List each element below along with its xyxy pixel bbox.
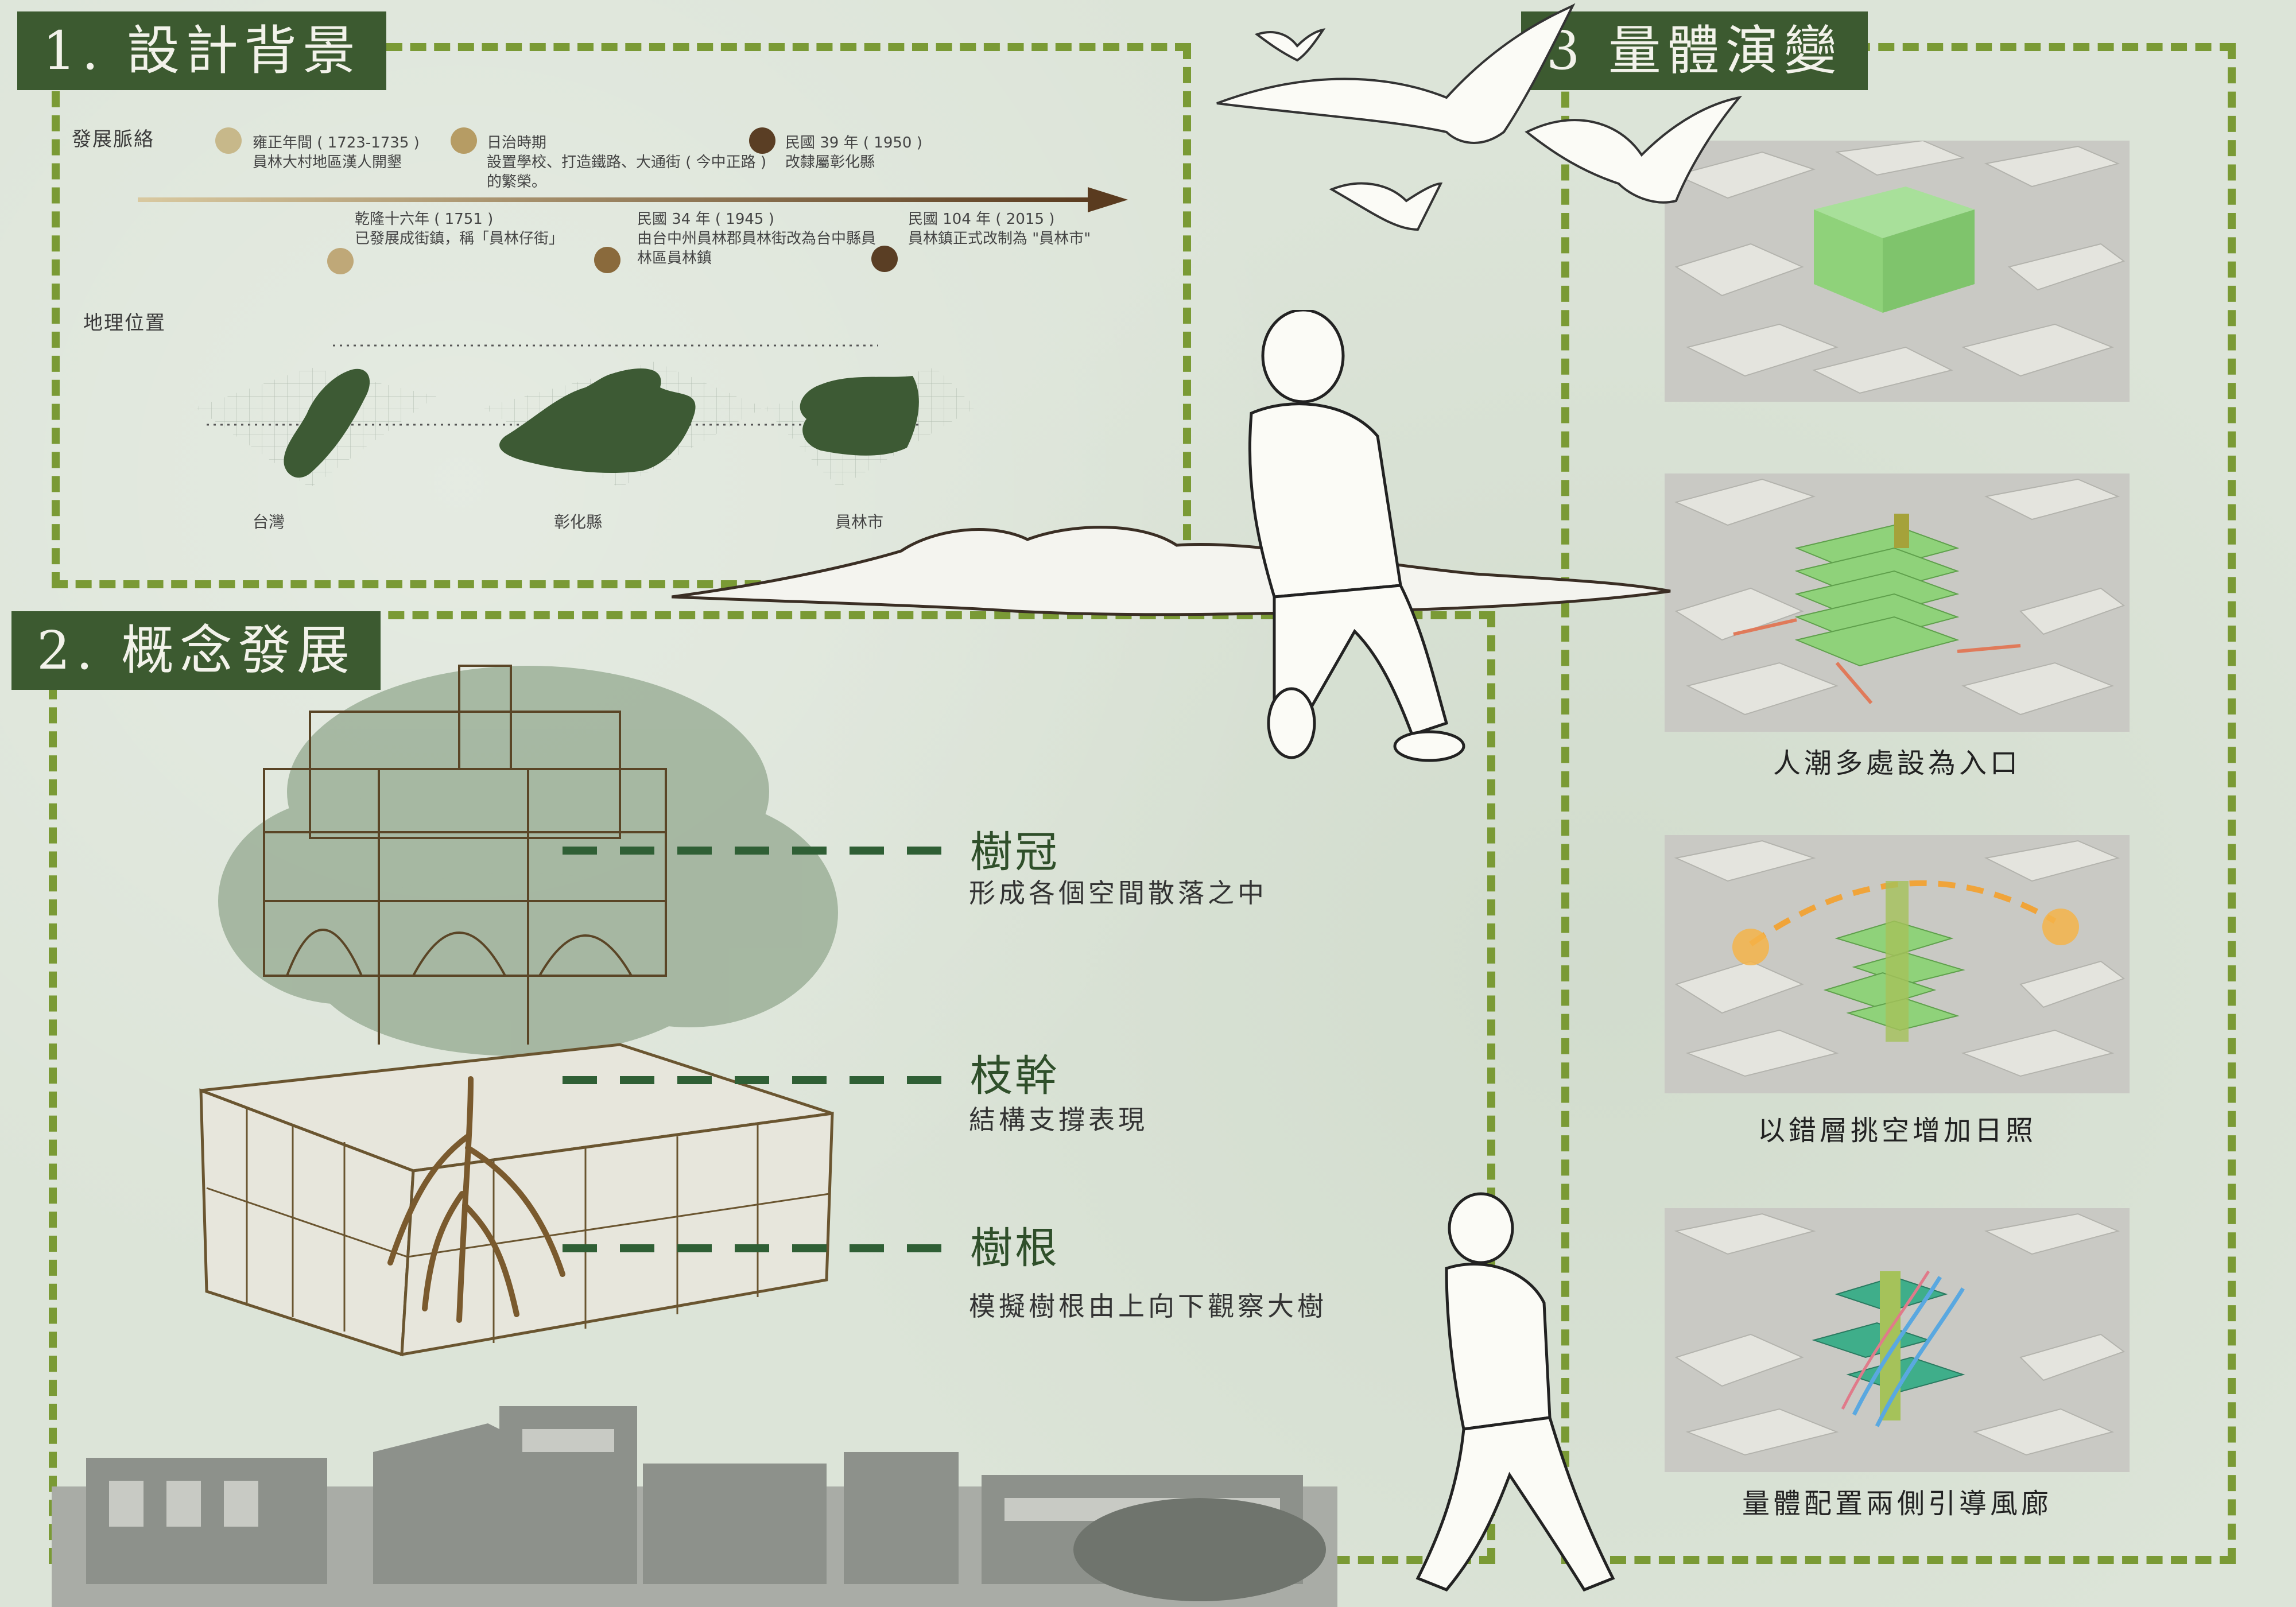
section-title-concept: 2. 概念發展 (11, 611, 381, 690)
massing-caption-1: 人潮多處設為入口 (1773, 747, 2021, 779)
timeline-label: 發展脈絡 (72, 128, 154, 151)
seated-person-illustration (1248, 310, 1465, 762)
section-title-background: 1. 設計背景 (17, 11, 387, 91)
birds-illustration (1216, 3, 1743, 231)
cloud-bench-illustration (672, 526, 1671, 616)
yuanlin-map (800, 376, 919, 456)
maps-graphic (195, 344, 976, 488)
concept-title-roots: 樹根 (970, 1224, 1060, 1273)
timeline-dot-1723 (215, 127, 242, 154)
timeline-event-1723: 雍正年間 ( 1723-1735 ) 員林大村地區漢人開墾 (253, 134, 420, 171)
background-frame (52, 43, 1191, 588)
section-title-massing: 3 量體演變 (1521, 11, 1868, 91)
concept-desc-roots: 模擬樹根由上向下觀察大樹 (969, 1291, 1327, 1322)
tree-building-sketch (199, 665, 838, 1357)
map-label-yuanlin: 員林市 (835, 513, 884, 531)
changhua-map (499, 368, 696, 473)
concept-leaders (563, 847, 953, 1252)
timeline-event-1945: 民國 34 年 ( 1945 ) 由台中州員林郡員林街改為台中縣員 林區員林鎮 (637, 211, 876, 267)
timeline-dot-2015 (871, 246, 898, 272)
massing-panel-3 (1665, 835, 2130, 1093)
map-label-taiwan: 台灣 (253, 513, 285, 531)
massing-caption-3: 量體配置兩側引導風廊 (1742, 1488, 2052, 1520)
location-label: 地理位置 (83, 312, 166, 335)
concept-title-trunk: 枝幹 (970, 1051, 1060, 1101)
timeline-dot-1751 (327, 248, 354, 274)
concept-title-canopy: 樹冠 (970, 828, 1060, 877)
concept-desc-trunk: 結構支撐表現 (969, 1104, 1148, 1135)
massing-panel-4 (1665, 1208, 2130, 1472)
timeline-event-japanese-era: 日治時期 設置學校、打造鐵路、大通街 ( 今中正路 ) 的繁榮。 (487, 134, 767, 191)
massing-caption-2: 以錯層挑空增加日照 (1757, 1115, 2037, 1147)
concept-desc-canopy: 形成各個空間散落之中 (969, 878, 1267, 909)
taiwan-map (284, 368, 370, 478)
streetscape-collage (52, 1406, 1337, 1607)
massing-panel-2 (1665, 473, 2130, 732)
timeline-dot-1945 (594, 247, 620, 273)
timeline-dot-japanese-era (451, 127, 477, 154)
map-label-changhua: 彰化縣 (554, 513, 603, 531)
timeline-event-1751: 乾隆十六年 ( 1751 ) 已發展成街鎮，稱「員林仔街」 (355, 211, 564, 247)
timeline-event-2015: 民國 104 年 ( 2015 ) 員林鎮正式改制為 "員林市" (908, 211, 1091, 247)
timeline-arrow (138, 187, 1128, 212)
timeline-event-1950: 民國 39 年 ( 1950 ) 改隸屬彰化縣 (785, 134, 922, 171)
timeline-dot-1950 (749, 127, 775, 154)
massing-panel-1 (1665, 141, 2130, 402)
walking-person-illustration (1415, 1192, 1615, 1592)
